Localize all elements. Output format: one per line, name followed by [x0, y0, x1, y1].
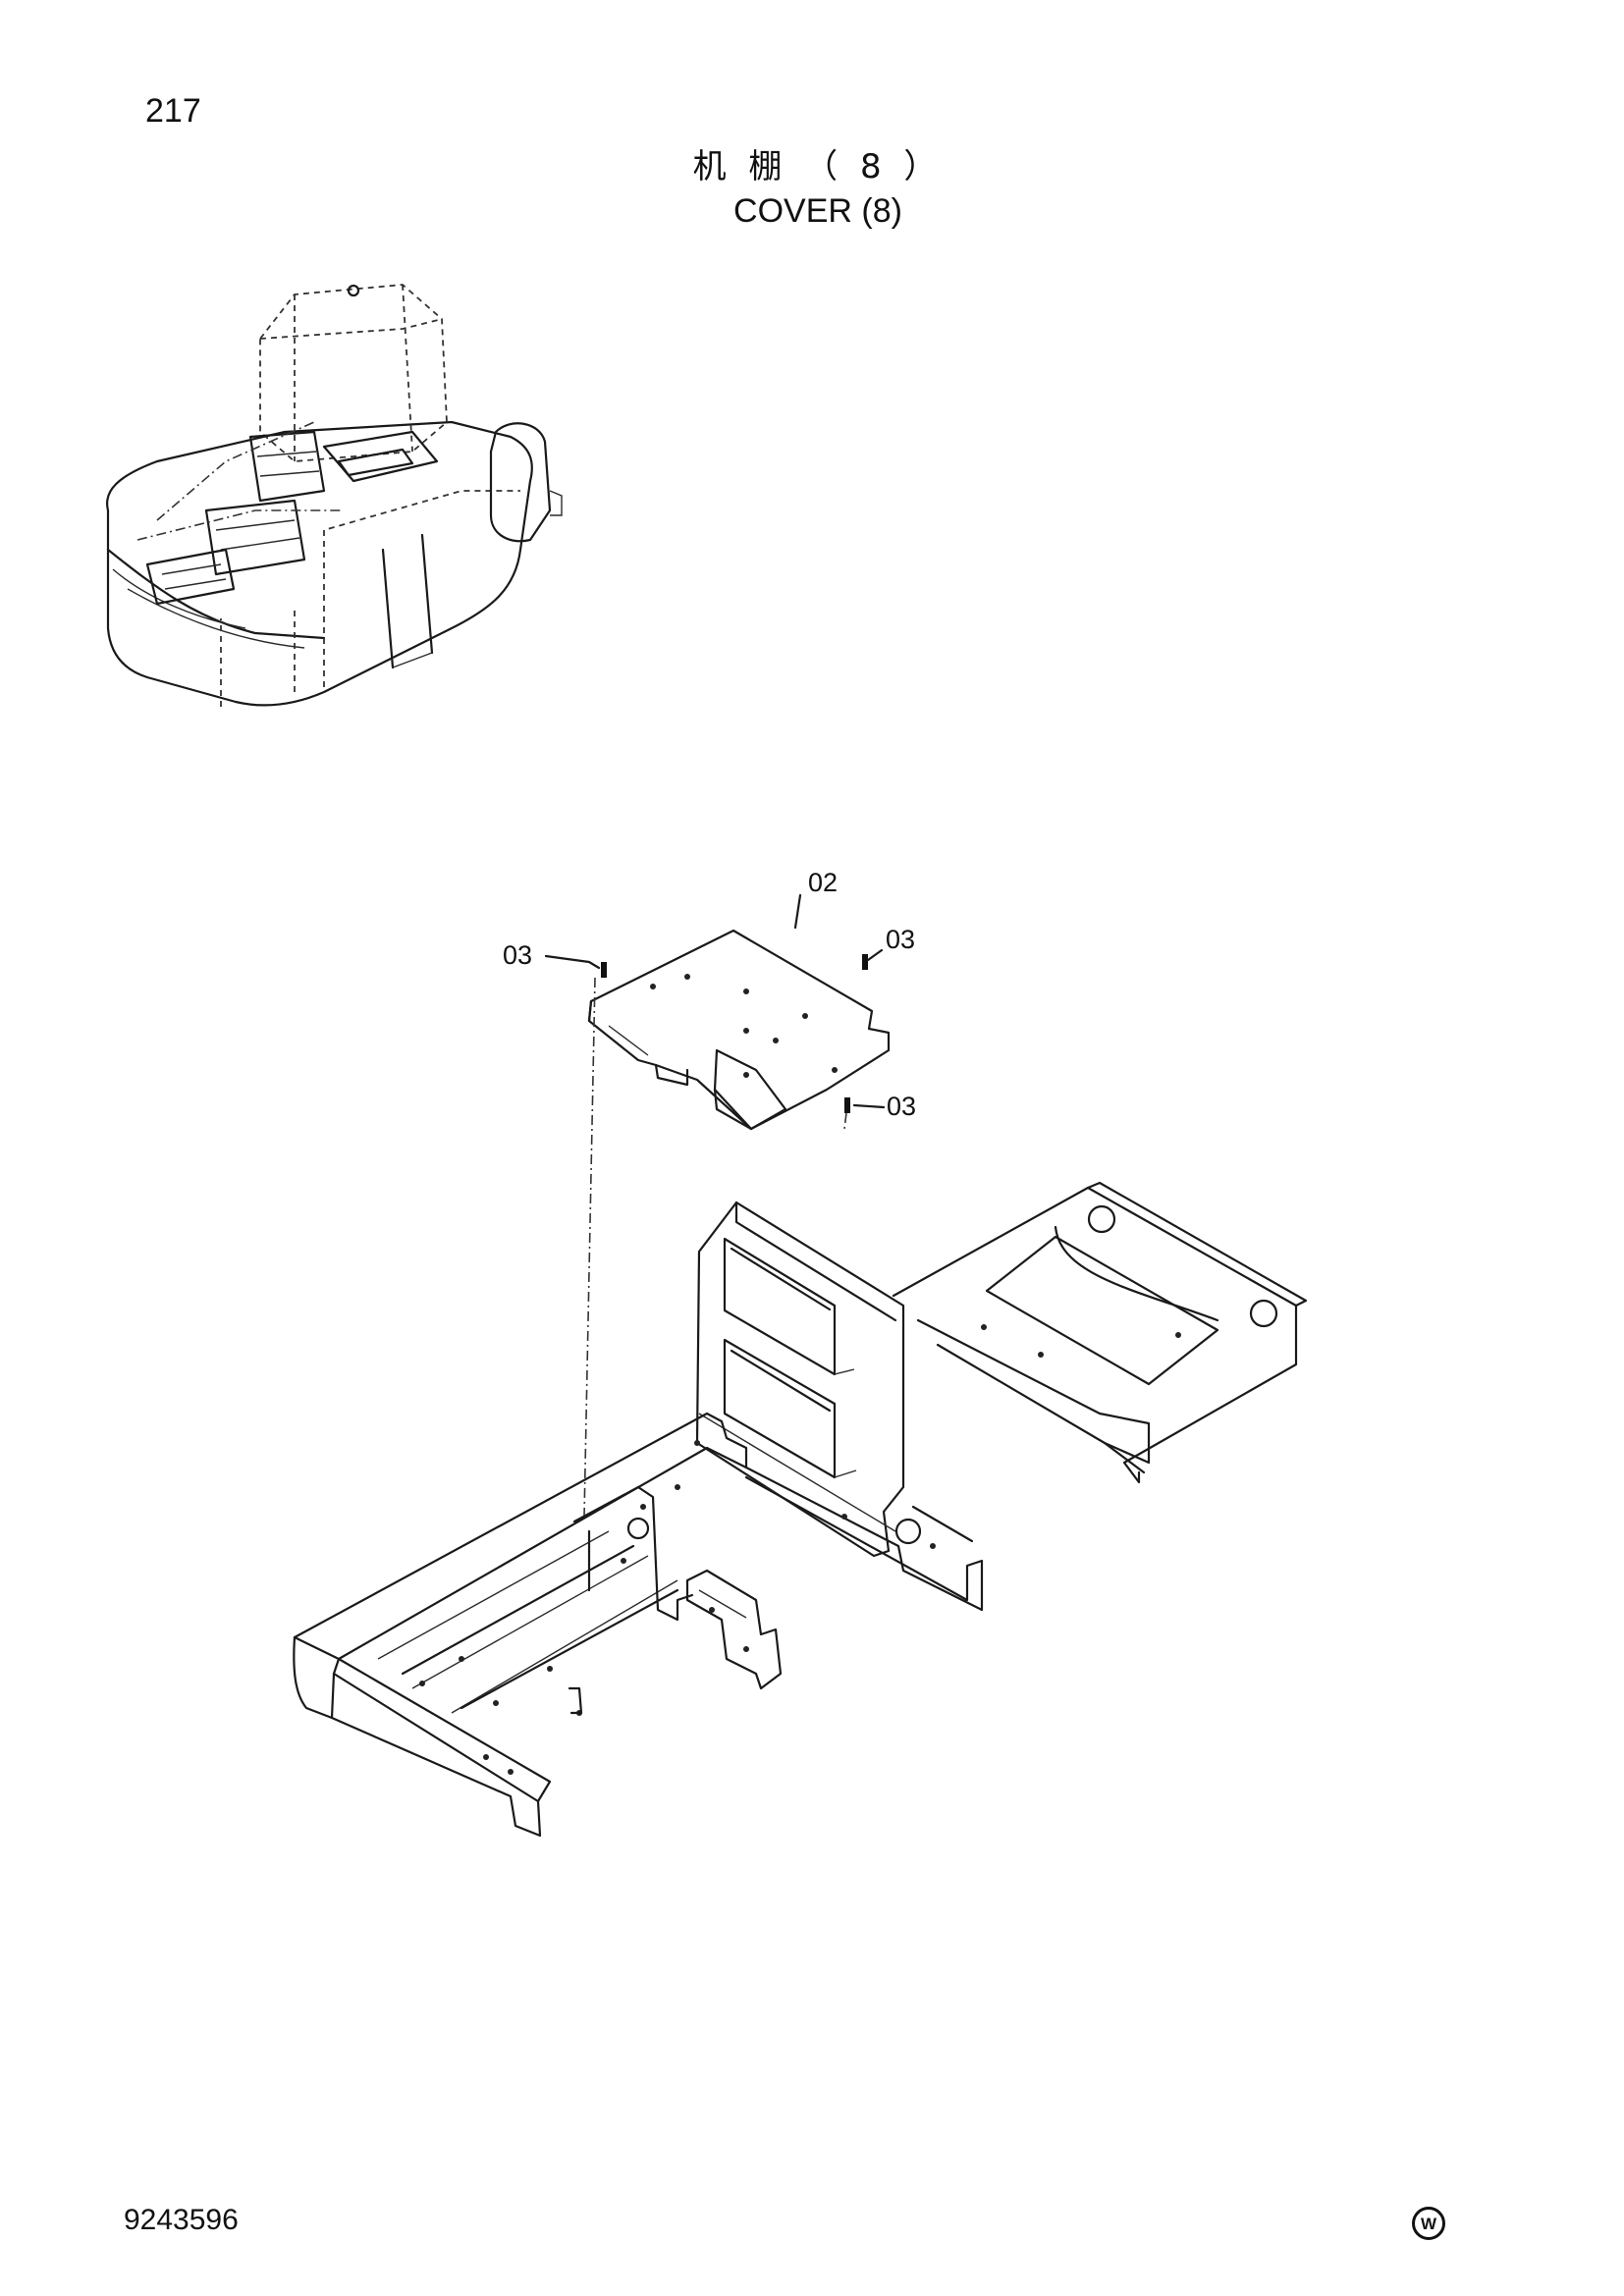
machine-overview-illustration: [106, 284, 563, 707]
callout-03-right: 03: [886, 925, 915, 954]
page-title-chinese: 机 棚 （ 8 ）: [692, 147, 944, 187]
callout-02: 02: [808, 868, 838, 897]
page-number: 217: [145, 92, 201, 130]
manufacturer-logo: W: [1412, 2207, 1445, 2240]
upper-frame-assembly: [293, 1181, 1308, 1838]
document-number: 9243596: [124, 2204, 239, 2236]
callout-03-bottom: 03: [887, 1092, 916, 1121]
page-title: COVER (8): [733, 192, 902, 230]
logo-letter: W: [1420, 2214, 1437, 2233]
callout-03-left: 03: [503, 940, 532, 970]
part-02-cover-plate: [587, 929, 891, 1131]
part-03-bolts: [544, 893, 886, 1518]
